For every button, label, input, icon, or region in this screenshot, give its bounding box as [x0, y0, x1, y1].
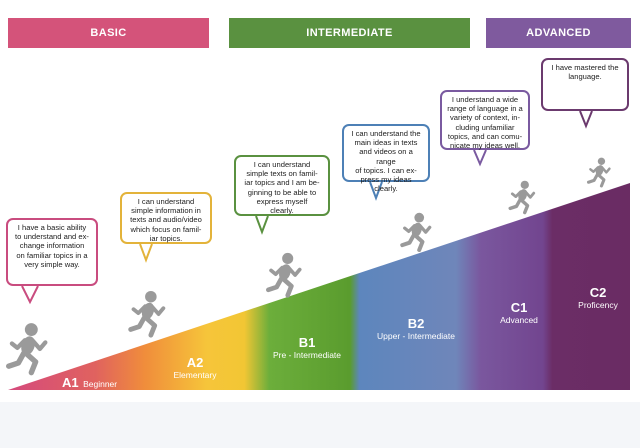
level-name: Pre - Intermediate [272, 350, 342, 360]
bubble-line: iar topics and I am be- [244, 178, 320, 188]
bubble-line: simple information in [131, 206, 201, 216]
bubble-line: I can understand [137, 197, 195, 206]
level-name: Proficency [578, 300, 618, 310]
level-code: B1 [298, 335, 316, 350]
bubble-tail-5 [473, 149, 487, 167]
bubble-tail-4 [369, 181, 383, 201]
bubble-tail-2 [139, 243, 153, 263]
bubble-line: variety of context, in- [449, 113, 521, 123]
bubble-line: nicate my ideas well. [449, 141, 521, 151]
bubble-line: express myself [256, 196, 308, 206]
bubble-tail-3 [255, 215, 269, 235]
bubble-line: iar topics. [149, 233, 183, 243]
speech-bubble-c2: I have mastered the language. [541, 58, 629, 111]
runner-icon [398, 212, 434, 254]
level-name: Upper - Intermediate [377, 331, 455, 341]
bubble-line: clearly. [270, 206, 294, 216]
header-intermediate: INTERMEDIATE [229, 18, 470, 48]
level-label-a2: A2 Elementary [160, 355, 230, 380]
bubble-line: cluding unfamiliar [455, 122, 515, 132]
bubble-line: of topics. I can ex- [355, 165, 417, 175]
level-code: C2 [589, 285, 607, 300]
bubble-line: I have mastered the [551, 63, 619, 72]
level-label-a1: A1 Beginner [62, 374, 117, 392]
bubble-line: on familiar topics in a [16, 250, 88, 260]
level-name: Beginner [83, 379, 118, 389]
speech-bubble-c1: I understand a wide range of language in… [440, 90, 530, 150]
bubble-line: I have a basic ability [17, 223, 87, 232]
bubble-line: and videos on a range [359, 147, 413, 166]
runner-icon [126, 290, 168, 340]
level-label-c2: C2 Proficency [568, 285, 628, 310]
level-name: Advanced [500, 315, 538, 325]
bubble-line: texts and audio/video [130, 215, 202, 225]
level-name: Elementary [173, 370, 217, 380]
header-advanced: ADVANCED [486, 18, 631, 48]
bubble-line: language. [568, 72, 602, 82]
bubble-line: range of language in a [447, 104, 523, 114]
bubble-line: ginning to be able to [247, 187, 317, 197]
bubble-tail-1 [21, 285, 39, 305]
footer-band [0, 402, 640, 448]
level-code: A2 [186, 355, 204, 370]
level-label-c1: C1 Advanced [488, 300, 550, 325]
level-label-b2: B2 Upper - Intermediate [364, 316, 468, 341]
bubble-line: topics, and can comu- [447, 131, 523, 141]
header-basic: BASIC [8, 18, 209, 48]
bubble-line: press my ideas [360, 175, 412, 185]
bubble-line: I understand a wide [451, 95, 519, 104]
speech-bubble-a2: I can understand simple information in t… [120, 192, 212, 244]
bubble-line: I can understand the [351, 129, 421, 138]
level-code: A1 [62, 375, 79, 390]
bubble-line: very simple way. [24, 259, 80, 269]
bubble-line: to understand and ex- [15, 232, 89, 242]
bubble-line: simple texts on famil- [246, 169, 318, 179]
bubble-line: I can understand [253, 160, 311, 169]
runner-icon [507, 180, 537, 216]
level-code: C1 [510, 300, 528, 315]
speech-bubble-b2: I can understand the main ideas in texts… [342, 124, 430, 193]
speech-bubble-b1: I can understand simple texts on famil- … [234, 155, 330, 216]
runner-icon [264, 252, 304, 300]
bubble-line: change information [19, 241, 85, 251]
runner-icon [4, 322, 50, 378]
bubble-tail-6 [579, 110, 593, 129]
level-label-b1: B1 Pre - Intermediate [262, 335, 352, 360]
bubble-line: which focus on famil- [130, 224, 202, 234]
level-code: B2 [407, 316, 425, 331]
ramp-shape [8, 183, 630, 390]
speech-bubble-a1: I have a basic ability to understand and… [6, 218, 98, 286]
bubble-line: main ideas in texts [354, 138, 418, 148]
runner-icon [586, 157, 612, 189]
bubble-line: clearly. [374, 184, 398, 194]
